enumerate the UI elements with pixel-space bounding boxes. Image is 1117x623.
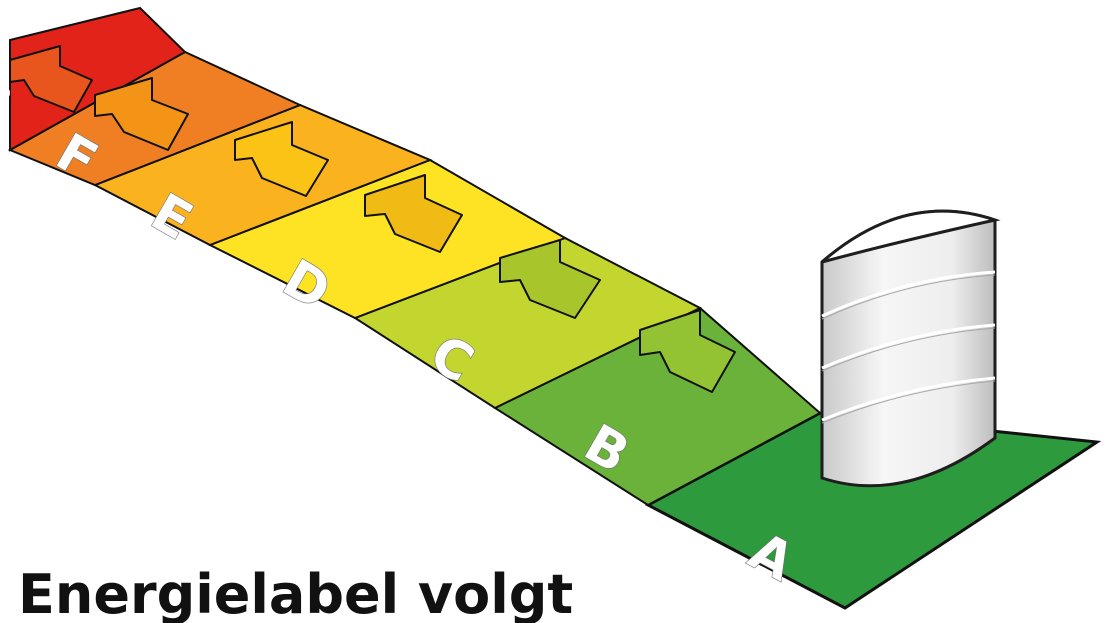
building-icon bbox=[820, 209, 1001, 488]
energy-bands bbox=[7, 6, 1102, 610]
band-arrow-6 bbox=[9, 45, 93, 113]
band-g bbox=[9, 6, 187, 152]
caption-title: Energielabel volgt bbox=[18, 563, 574, 623]
band-arrow-2 bbox=[499, 239, 601, 319]
band-arrow-1 bbox=[639, 309, 736, 393]
band-arrow-3 bbox=[364, 174, 463, 253]
band-arrow-4 bbox=[234, 121, 329, 197]
edge-marker bbox=[0, 86, 10, 100]
band-arrows bbox=[9, 45, 736, 393]
band-arrow-5 bbox=[94, 77, 189, 151]
